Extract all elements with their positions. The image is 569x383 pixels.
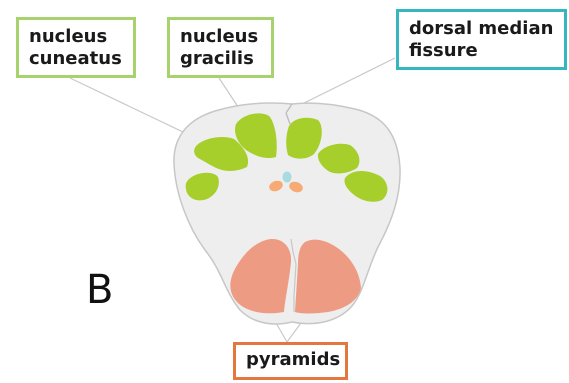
label-pyramids: pyramids (233, 342, 348, 380)
panel-letter: B (86, 268, 113, 312)
label-nucleus-gracilis: nucleus gracilis (167, 17, 274, 78)
label-dorsal-median-fissure: dorsal median fissure (396, 9, 567, 70)
label-nucleus-cuneatus: nucleus cuneatus (16, 17, 136, 78)
central-nucleus-blue (283, 172, 292, 183)
leader-line-dorsal (290, 58, 395, 110)
